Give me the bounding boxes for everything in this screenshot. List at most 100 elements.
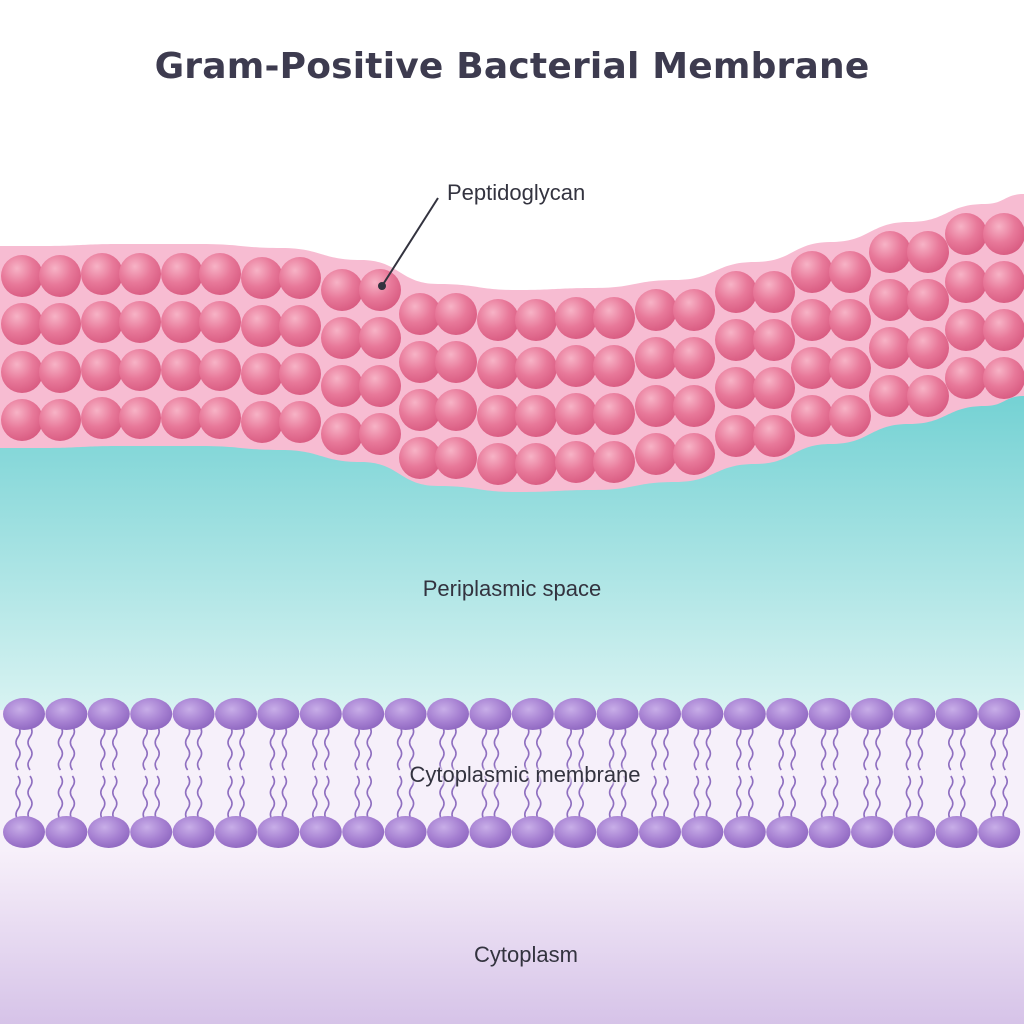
phospholipid-head <box>299 816 342 848</box>
peptidoglycan-bead <box>161 397 203 439</box>
lipid-tail <box>239 775 245 821</box>
lipid-tail <box>196 775 203 821</box>
phospholipid-head <box>851 816 893 848</box>
peptidoglycan-bead <box>907 231 949 273</box>
lipid-tail <box>990 725 996 771</box>
phospholipid-head <box>257 816 300 848</box>
lipid-tail <box>620 775 627 821</box>
peptidoglycan-bead <box>869 279 911 321</box>
lipid-tail <box>493 725 500 771</box>
peptidoglycan-bead <box>279 257 321 299</box>
lipid-tail <box>112 725 118 771</box>
lipid-tail <box>905 775 912 821</box>
lipid-tail <box>481 725 488 771</box>
peptidoglycan-bead <box>399 293 441 335</box>
lipid-tail <box>324 775 330 821</box>
peptidoglycan-bead <box>161 349 203 391</box>
peptidoglycan-bead <box>321 413 363 455</box>
lipid-tail <box>184 725 191 771</box>
lipid-tail <box>57 775 64 821</box>
lipid-tail <box>608 725 615 771</box>
lipid-tail <box>57 725 64 771</box>
peptidoglycan-bead <box>593 297 635 339</box>
phospholipid-head <box>766 816 809 848</box>
lipid-tail <box>778 775 784 821</box>
lipid-tail <box>820 775 827 821</box>
lipid-tail <box>790 775 796 821</box>
phospholipid-head <box>935 816 978 848</box>
lipid-tail <box>917 725 924 771</box>
lipid-tail <box>154 775 160 821</box>
peptidoglycan-bead <box>241 353 283 395</box>
peptidoglycan-bead <box>593 345 635 387</box>
cytoplasmic-membrane-label: Cytoplasmic membrane <box>409 762 641 787</box>
phospholipid-heads <box>3 698 1021 848</box>
lipid-tail <box>439 725 445 771</box>
peptidoglycan-bead <box>1 303 43 345</box>
peptidoglycan-bead <box>199 301 241 343</box>
lipid-tail <box>832 725 839 771</box>
phospholipid-head <box>978 698 1021 730</box>
lipid-tail <box>27 775 33 821</box>
peptidoglycan-bead <box>791 395 833 437</box>
peptidoglycan-bead <box>753 367 795 409</box>
peptidoglycan-bead <box>81 301 123 343</box>
peptidoglycan-bead <box>829 395 871 437</box>
peptidoglycan-bead <box>477 395 519 437</box>
peptidoglycan-bead <box>477 443 519 485</box>
lipid-tail <box>948 775 954 821</box>
phospholipid-head <box>554 816 597 848</box>
phospholipid-head <box>893 698 936 730</box>
lipid-tail <box>748 775 754 821</box>
peptidoglycan-bead <box>161 301 203 343</box>
phospholipid-head <box>299 698 342 730</box>
peptidoglycan-bead <box>477 299 519 341</box>
lipid-tail <box>451 725 457 771</box>
phospholipid-head <box>723 816 766 848</box>
lipid-tail <box>578 775 584 821</box>
peptidoglycan-bead <box>635 433 677 475</box>
lipid-tail <box>620 725 627 771</box>
peptidoglycan-bead <box>435 389 477 431</box>
phospholipid-head <box>469 698 512 730</box>
lipid-tail <box>578 725 584 771</box>
lipid-tail <box>69 725 76 771</box>
peptidoglycan-bead <box>555 441 597 483</box>
lipid-tail <box>990 775 996 821</box>
phospholipid-head <box>511 816 554 848</box>
peptidoglycan-bead <box>81 349 123 391</box>
phospholipid-head <box>215 816 257 848</box>
peptidoglycan-bead <box>321 365 363 407</box>
peptidoglycan-bead <box>673 433 715 475</box>
lipid-tail <box>281 775 288 821</box>
lipid-tail <box>705 775 712 821</box>
lipid-tail <box>693 725 700 771</box>
peptidoglycan-bead <box>1 399 43 441</box>
peptidoglycan-bead <box>399 341 441 383</box>
lipid-tail <box>142 775 148 821</box>
lipid-tail <box>451 775 457 821</box>
lipid-tail <box>227 725 233 771</box>
lipid-tail <box>917 775 924 821</box>
lipid-tail <box>705 725 712 771</box>
phospholipid-head <box>935 698 978 730</box>
lipid-tail <box>960 725 966 771</box>
peptidoglycan-bead <box>81 253 123 295</box>
lipid-tail <box>566 775 572 821</box>
lipid-tail <box>112 775 118 821</box>
phospholipid-head <box>639 816 681 848</box>
lipid-tail <box>948 725 954 771</box>
lipid-tail <box>324 725 330 771</box>
peptidoglycan-layer <box>1 213 1024 485</box>
phospholipid-head <box>215 698 257 730</box>
phospholipid-head <box>3 816 45 848</box>
lipid-tail <box>524 775 530 821</box>
phospholipid-head <box>384 698 427 730</box>
peptidoglycan-bead <box>673 385 715 427</box>
lipid-tail <box>493 775 500 821</box>
lipid-tail <box>100 725 106 771</box>
peptidoglycan-bead <box>673 289 715 331</box>
peptidoglycan-bead <box>81 397 123 439</box>
phospholipid-head <box>681 698 724 730</box>
phospholipid-head <box>384 816 427 848</box>
